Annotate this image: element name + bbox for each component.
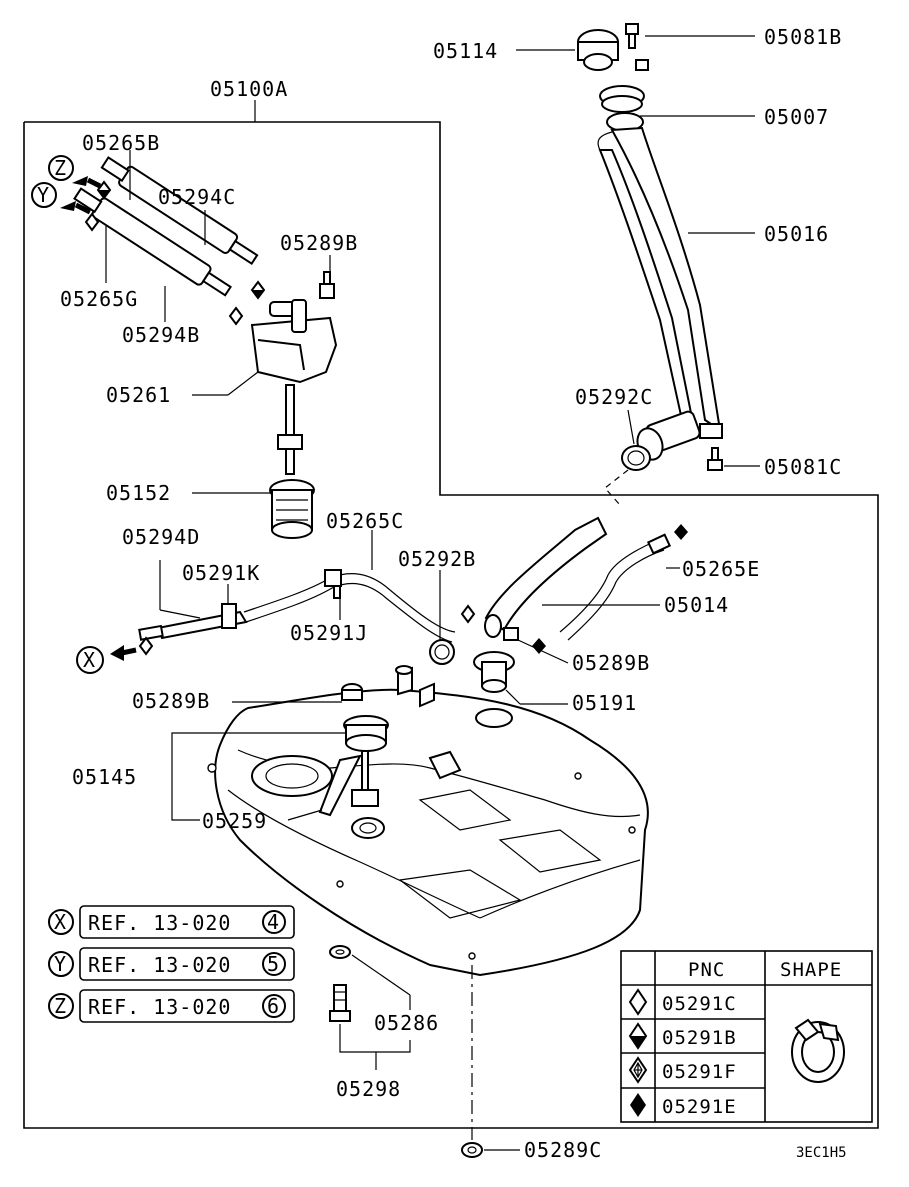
ref-row-x: X REF. 13-020 4: [48, 905, 295, 939]
reference-list: X REF. 13-020 4 Y REF. 13-020 5 Z REF. 1…: [48, 905, 295, 1023]
label-05259: 05259: [202, 809, 267, 833]
label-05114: 05114: [433, 39, 498, 63]
vent-hose-assembly: [60, 156, 266, 326]
label-05291k: 05291K: [182, 561, 260, 585]
label-05152: 05152: [106, 481, 171, 505]
label-05014: 05014: [664, 593, 729, 617]
diamond-half-icon: [628, 1022, 648, 1050]
marker-x-letter: X: [83, 648, 96, 672]
label-05289b-left: 05289B: [132, 689, 210, 713]
marker-z-circle: [48, 155, 74, 181]
filler-neck-assembly: [577, 23, 723, 506]
label-05265g: 05265G: [60, 287, 138, 311]
part-labels: 05114 05081B 05100A 05007 05265B 05294C …: [60, 25, 847, 1162]
diamond-cross-icon: [628, 1056, 648, 1084]
label-05292b: 05292B: [398, 547, 476, 571]
marker-z-letter: Z: [54, 156, 67, 180]
ref-row-y: Y REF. 13-020 5: [48, 947, 295, 981]
ref-x-num: 4: [267, 910, 280, 934]
label-05265b: 05265B: [82, 131, 160, 155]
ref-row-z: Z REF. 13-020 6: [48, 989, 295, 1023]
leader-lines: [105, 35, 760, 1151]
ref-z-text: REF. 13-020: [88, 995, 231, 1019]
label-05289c: 05289C: [524, 1138, 602, 1162]
label-05191: 05191: [572, 691, 637, 715]
label-05145: 05145: [72, 765, 137, 789]
label-05081b: 05081B: [764, 25, 842, 49]
hose-clamp-icon: [791, 1018, 845, 1083]
legend-header-pnc: PNC: [688, 959, 725, 981]
fuel-tank: [207, 665, 649, 977]
label-05265c: 05265C: [326, 509, 404, 533]
marker-x-circle: [76, 646, 104, 674]
diagram-code: 3EC1H5: [796, 1145, 847, 1161]
label-05265e: 05265E: [682, 557, 760, 581]
legend-header-shape: SHAPE: [780, 959, 842, 981]
assembly-frame: [23, 121, 879, 1129]
label-05081c: 05081C: [764, 455, 842, 479]
label-05289b-top: 05289B: [280, 231, 358, 255]
diamond-solid-icon: [630, 1093, 646, 1117]
ref-y-letter: Y: [54, 952, 67, 976]
label-05292c: 05292C: [575, 385, 653, 409]
label-05294c: 05294C: [158, 185, 236, 209]
legend-pnc-2: 05291B: [662, 1027, 737, 1049]
marker-y-letter: Y: [37, 183, 50, 207]
label-05100a: 05100A: [210, 77, 288, 101]
label-05286: 05286: [374, 1011, 439, 1035]
label-05294d: 05294D: [122, 525, 200, 549]
ref-y-text: REF. 13-020: [88, 953, 231, 977]
ref-z-letter: Z: [54, 994, 67, 1018]
ref-x-letter: X: [54, 910, 67, 934]
marker-y-circle: [31, 182, 57, 208]
diamond-outline-icon: [628, 988, 648, 1016]
label-05261: 05261: [106, 383, 171, 407]
label-05298: 05298: [336, 1077, 401, 1101]
bottom-bolts: [329, 945, 483, 1158]
ref-z-num: 6: [267, 994, 280, 1018]
label-05289b-mid: 05289B: [572, 651, 650, 675]
fuel-pump-module: [250, 271, 338, 539]
legend-pnc-1: 05291C: [662, 993, 737, 1015]
label-05294b: 05294B: [122, 323, 200, 347]
label-05007: 05007: [764, 105, 829, 129]
label-05291j: 05291J: [290, 621, 368, 645]
mid-hose-assembly: [110, 516, 688, 693]
label-05016: 05016: [764, 222, 829, 246]
ref-x-text: REF. 13-020: [88, 911, 231, 935]
legend-pnc-3: 05291F: [662, 1061, 737, 1083]
legend-pnc-4: 05291E: [662, 1096, 737, 1118]
connection-markers: Z Y X: [31, 155, 104, 674]
ref-y-num: 5: [267, 952, 280, 976]
legend-table: PNC SHAPE 05291C 05291B 05291F 05291E: [620, 950, 873, 1123]
